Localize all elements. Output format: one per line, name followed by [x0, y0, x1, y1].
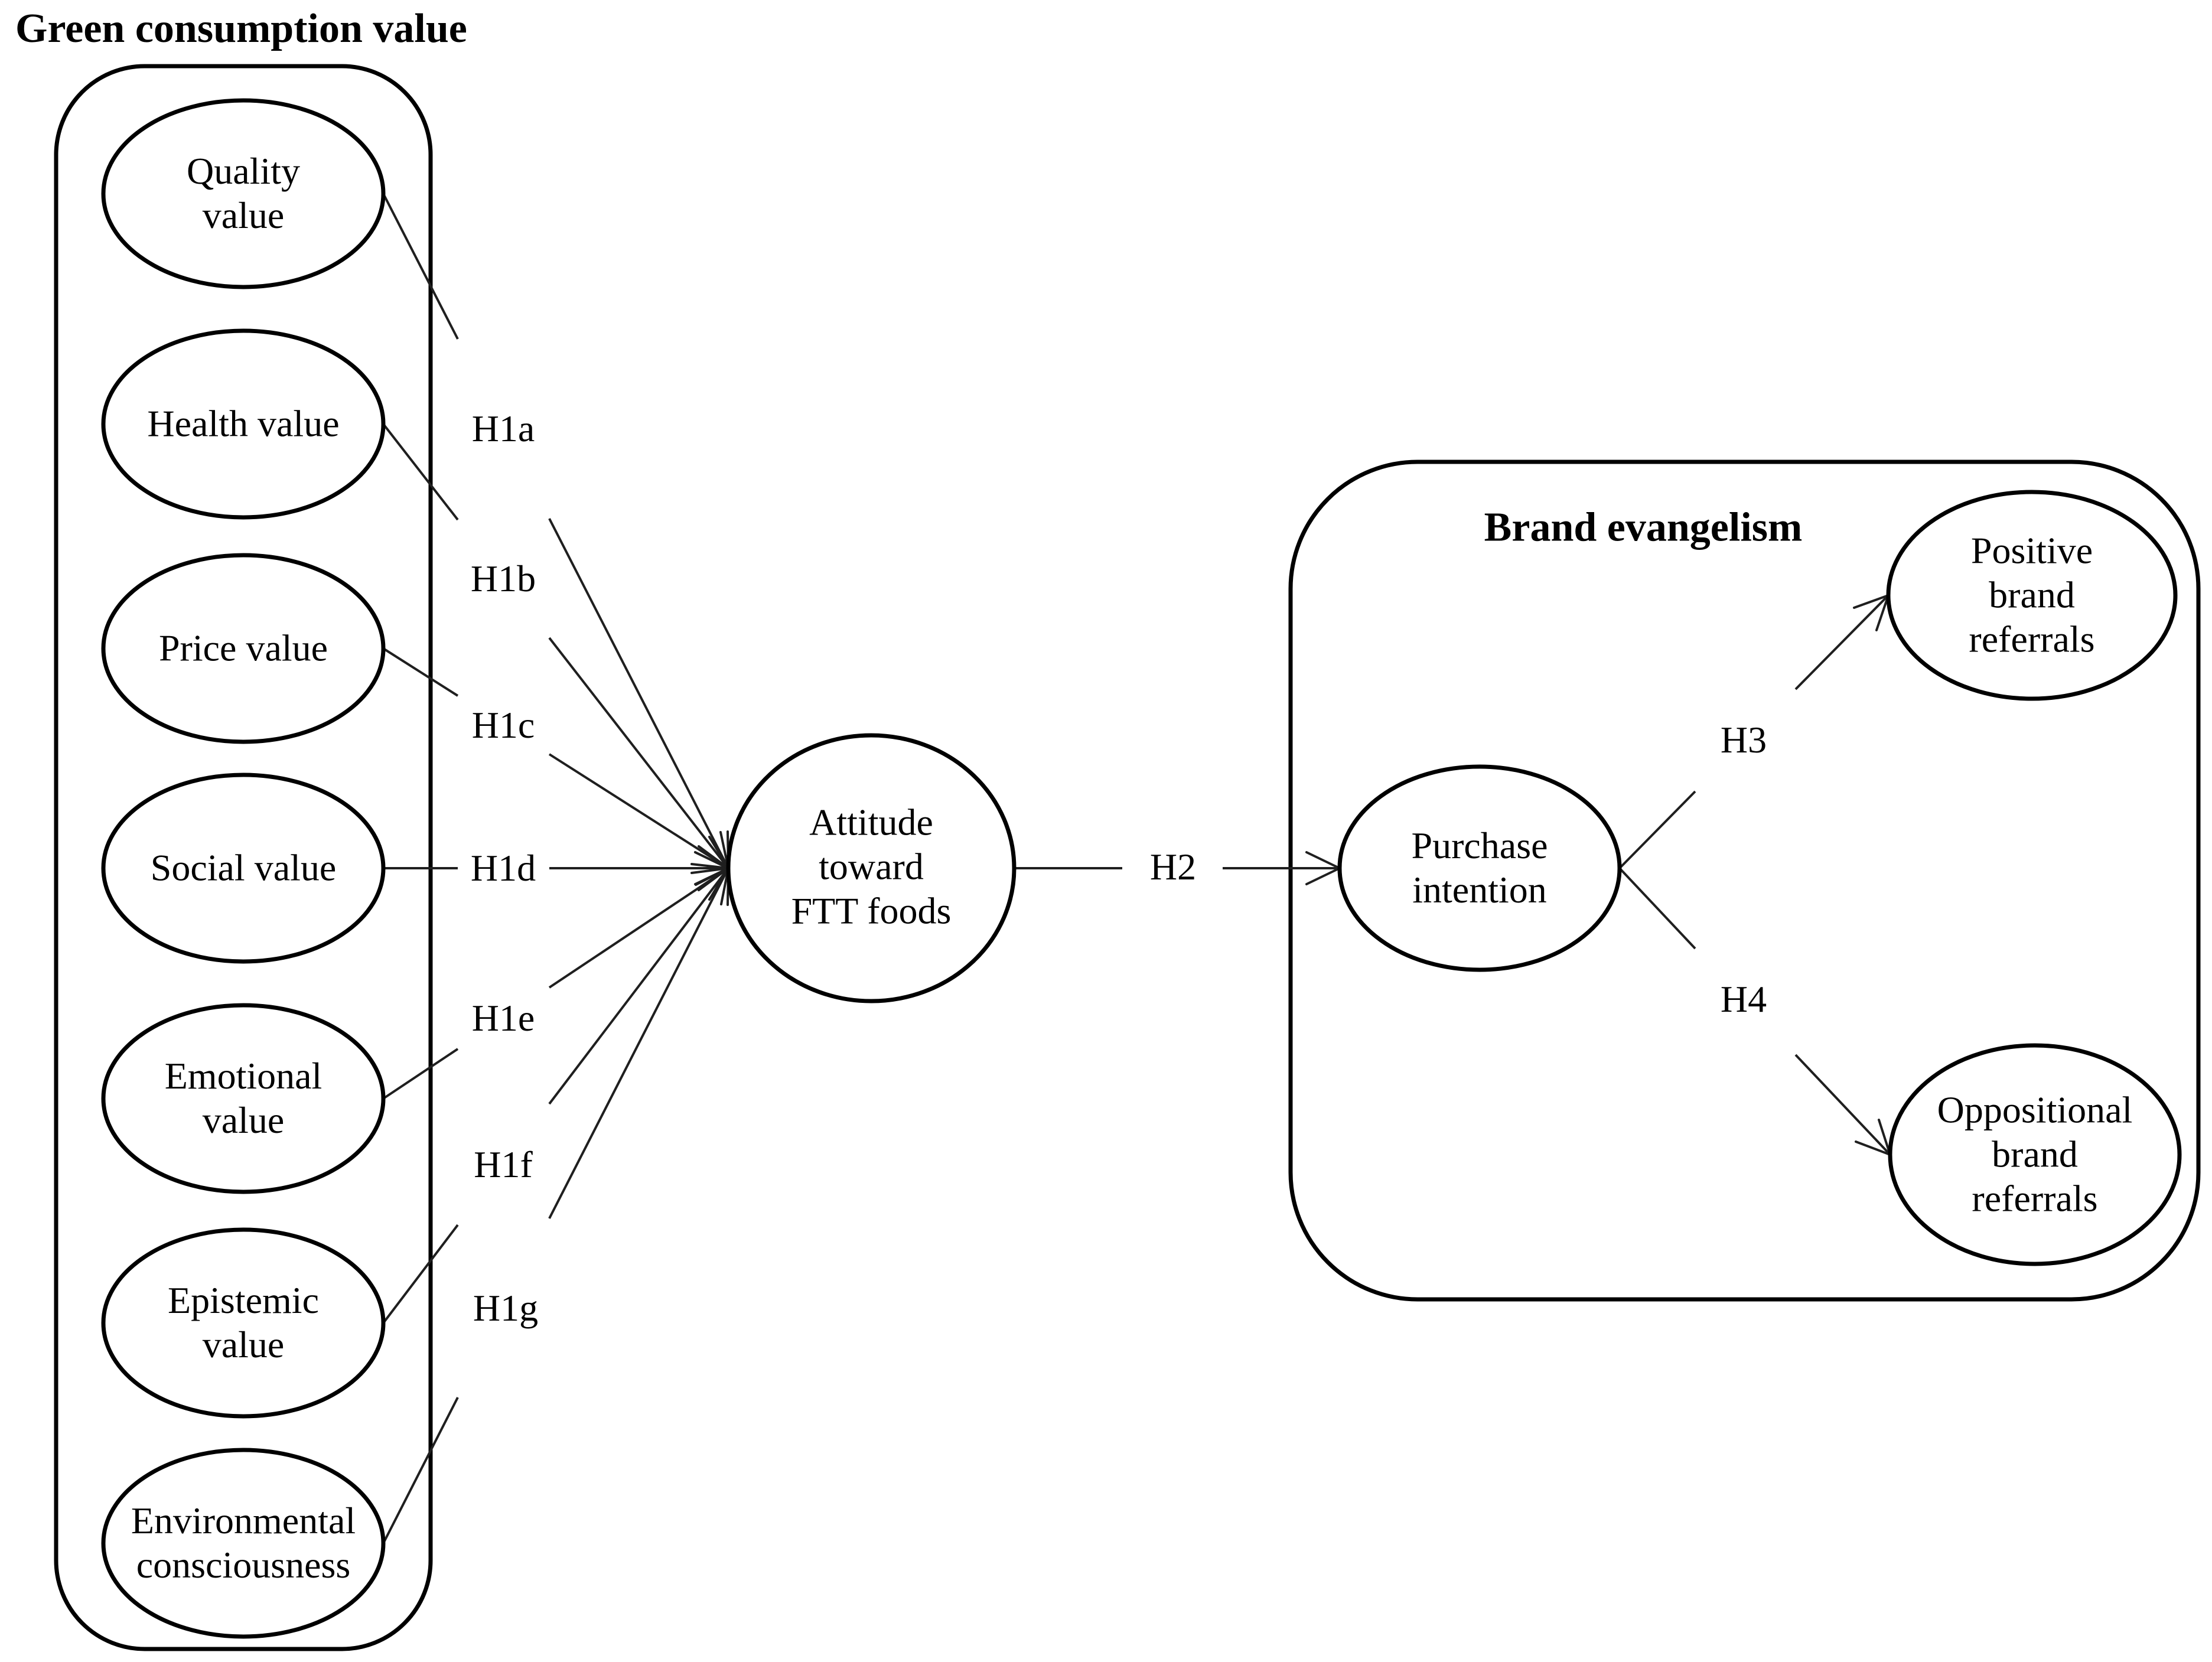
edge-h1c	[382, 647, 729, 869]
edge-segment	[1618, 790, 1696, 869]
edge-h1g	[382, 867, 729, 1544]
label-h1d: H1d	[470, 847, 536, 889]
node-attitude-ftt-foods	[726, 733, 1017, 1003]
brand-evangelism-title: Brand evangelism	[1484, 504, 1803, 550]
node-epistemic-value	[101, 1227, 386, 1419]
edge-segment	[382, 1224, 459, 1324]
label-h1c: H1c	[471, 704, 535, 746]
label-quality-value: Quality value	[187, 150, 300, 236]
label-health-value: Health value	[147, 402, 340, 445]
label-environmental-consciousness: Environmental consciousness	[131, 1500, 356, 1586]
edge-segment	[548, 753, 729, 869]
edge-segment	[548, 867, 729, 1105]
label-h2: H2	[1149, 846, 1197, 888]
edge-h1f	[382, 867, 729, 1324]
edge-h1a	[382, 193, 729, 869]
edge-segment	[382, 1397, 459, 1544]
edge-segment	[382, 193, 459, 340]
label-h1g: H1g	[473, 1287, 539, 1329]
edge-segment	[548, 518, 729, 869]
edge-segment	[548, 867, 729, 989]
node-purchase-intention	[1337, 764, 1622, 972]
edge-segment	[1618, 867, 1696, 950]
brand-evangelism-box	[1288, 460, 2201, 1302]
label-h3: H3	[1720, 719, 1767, 761]
node-oppositional-brand-referrals	[1888, 1043, 2182, 1266]
label-h4: H4	[1720, 978, 1767, 1020]
label-purchase-intention: Purchase intention	[1411, 825, 1548, 911]
label-positive-brand-referrals: Positive brand referrals	[1969, 529, 2095, 660]
edge-h1b	[382, 423, 729, 869]
label-h1b: H1b	[470, 558, 536, 599]
label-oppositional-brand-referrals: Oppositional brand referrals	[1937, 1089, 2133, 1220]
label-h1a: H1a	[471, 408, 535, 449]
edge-segment	[1794, 594, 1890, 690]
label-social-value: Social value	[150, 846, 337, 889]
green-consumption-value-title: Green consumption value	[15, 6, 467, 51]
green-consumption-value-box	[54, 64, 433, 1651]
label-epistemic-value: Epistemic value	[168, 1279, 319, 1366]
node-positive-brand-referrals	[1886, 490, 2178, 701]
edge-h1d	[383, 851, 729, 885]
node-price-value	[101, 553, 386, 744]
edge-h1e	[382, 867, 729, 1100]
label-attitude-ftt-foods: Attitude toward FTT foods	[791, 801, 952, 932]
edge-segment	[1794, 1054, 1891, 1156]
edge-segment	[548, 637, 729, 869]
node-health-value	[101, 328, 386, 520]
label-h1e: H1e	[471, 997, 535, 1039]
edge-segment	[382, 647, 459, 697]
node-emotional-value	[101, 1003, 386, 1194]
node-environmental-consciousness	[101, 1448, 386, 1639]
node-quality-value	[101, 98, 386, 289]
label-price-value: Price value	[158, 627, 328, 669]
edge-segment	[382, 423, 459, 521]
node-social-value	[101, 773, 386, 964]
edge-segment	[382, 1048, 459, 1100]
edge-segment	[548, 868, 729, 1219]
label-h1f: H1f	[474, 1143, 533, 1185]
label-emotional-value: Emotional value	[164, 1055, 322, 1141]
